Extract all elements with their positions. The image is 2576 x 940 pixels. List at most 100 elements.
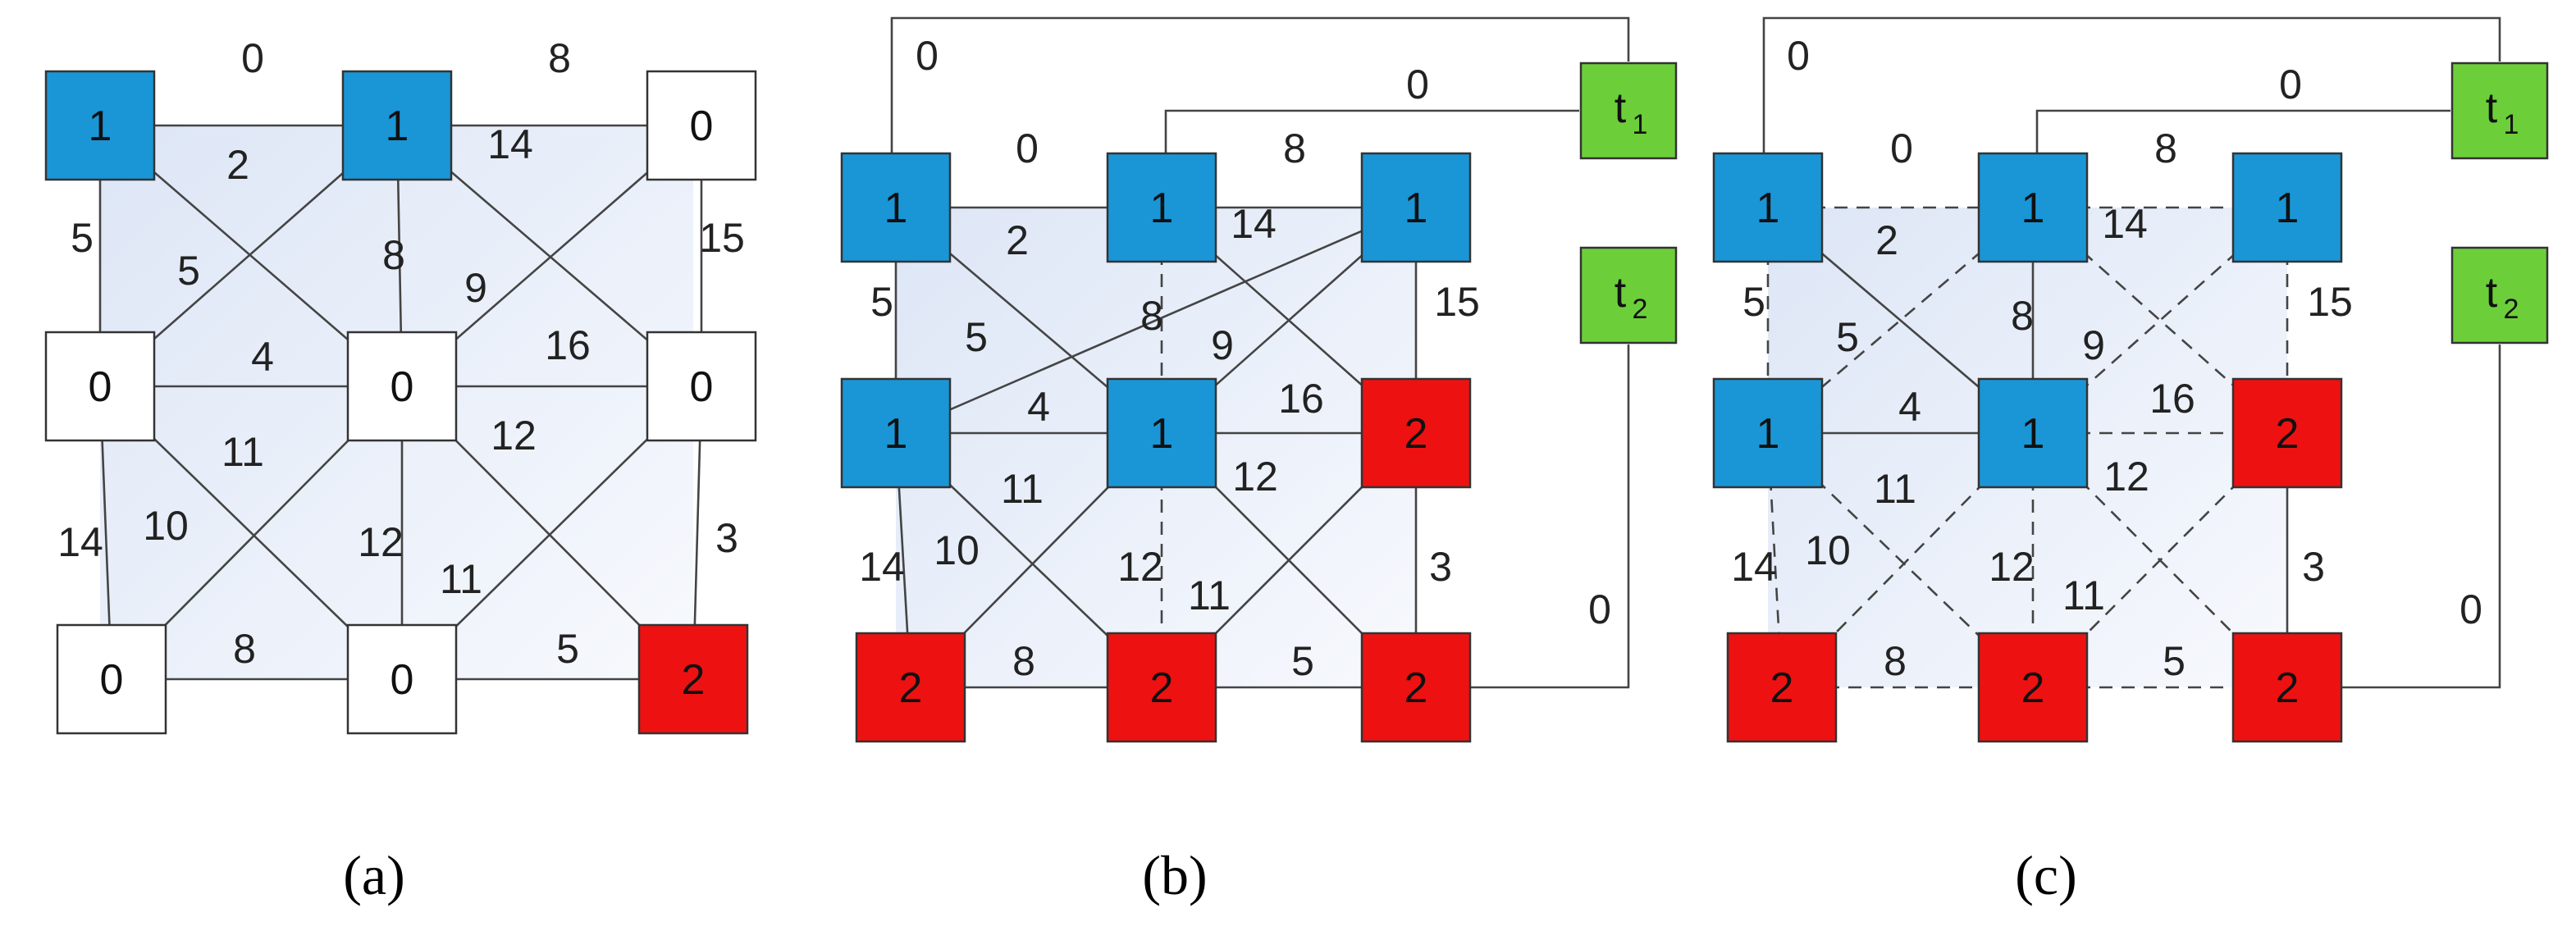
- node-label: 2: [899, 664, 923, 712]
- node-1: [840, 152, 952, 263]
- edge-weight: 10: [1805, 527, 1851, 573]
- edge-weight: 2: [226, 142, 249, 188]
- node-label: 0: [391, 363, 414, 411]
- terminal-edge-weight: 0: [1406, 62, 1429, 107]
- terminal-subscript: 2: [2504, 294, 2519, 325]
- node-6: [2231, 377, 2343, 489]
- edge-weight: 3: [2302, 544, 2325, 590]
- terminal-edge-weight: 0: [916, 33, 939, 79]
- edge-weight: 2: [1875, 217, 1898, 263]
- wire-node2-t1: [2035, 109, 2450, 153]
- edge-weight: 5: [870, 279, 893, 325]
- edge-weight: 14: [1231, 201, 1277, 247]
- edge-weight: 3: [1429, 544, 1452, 590]
- node-label: 1: [2276, 185, 2300, 232]
- node-6: [646, 331, 757, 442]
- node-8: [1977, 632, 2089, 743]
- edge-weight: 15: [699, 215, 745, 261]
- node-label: 2: [1404, 410, 1428, 458]
- node-label: 2: [682, 656, 706, 704]
- edge-weight: 5: [1836, 314, 1859, 360]
- edge-weight: 8: [233, 626, 256, 672]
- terminal-t2: [2450, 246, 2549, 345]
- edge-weight: 8: [1012, 638, 1035, 684]
- edge-weight: 14: [1731, 544, 1777, 590]
- edge-weight: 14: [487, 121, 533, 167]
- node-label: 1: [1404, 185, 1428, 232]
- panel-caption: (a): [343, 844, 404, 906]
- node-label: 2: [2021, 664, 2045, 712]
- terminal-label: t: [1615, 84, 1627, 132]
- edge-weight: 0: [241, 35, 264, 81]
- edge-weight: 11: [440, 556, 482, 602]
- edge-weight: 11: [2062, 573, 2105, 618]
- node-label: 1: [884, 410, 908, 458]
- edge-weight: 9: [2082, 322, 2105, 368]
- edge-weight: 16: [545, 322, 591, 368]
- edge-weight: 15: [2307, 279, 2353, 325]
- edge-weight: 8: [1884, 638, 1907, 684]
- terminal-subscript: 1: [2504, 109, 2519, 140]
- node-8: [346, 623, 458, 735]
- terminal-edge-weight: 0: [1588, 586, 1611, 632]
- wire-node9-t2: [1470, 345, 1630, 689]
- edge-weight: 5: [2163, 638, 2185, 684]
- node-7: [56, 623, 167, 735]
- node-3: [2231, 152, 2343, 263]
- node-label: 2: [2276, 664, 2300, 712]
- edge-weight: 8: [382, 232, 405, 278]
- edge-weight: 8: [2154, 125, 2177, 171]
- node-2: [1977, 152, 2089, 263]
- node-label: 1: [1756, 410, 1780, 458]
- node-label: 2: [1770, 664, 1794, 712]
- node-3: [646, 70, 757, 181]
- node-5: [1106, 377, 1217, 489]
- wire-node2-t1: [1164, 109, 1579, 153]
- node-label: 2: [2276, 410, 2300, 458]
- node-9: [1360, 632, 1472, 743]
- node-1: [1712, 152, 1824, 263]
- node-label: 0: [89, 363, 112, 411]
- edge-weight: 12: [491, 413, 537, 459]
- node-label: 1: [386, 103, 409, 150]
- terminal-subscript: 1: [1633, 109, 1648, 140]
- edge-2-3: [895, 206, 1417, 435]
- edge-weight: 4: [251, 334, 274, 380]
- edge-weight: 5: [71, 215, 94, 261]
- panel-caption: (b): [1142, 844, 1207, 906]
- node-label: 0: [690, 103, 714, 150]
- edge-weight: 16: [1278, 376, 1324, 422]
- edge-weight: 12: [1117, 544, 1163, 590]
- edge-weight: 9: [464, 265, 487, 311]
- wire-node9-t2: [2341, 345, 2501, 689]
- terminal-t1: [1579, 62, 1678, 160]
- edge-weight: 9: [1211, 322, 1234, 368]
- terminal-label: t: [2486, 84, 2498, 132]
- edge-weight: 4: [1027, 384, 1050, 430]
- wire-node1-t1-outer: [1762, 16, 2501, 153]
- terminal-edge-weight: 0: [2279, 62, 2302, 107]
- edge-weight: 0: [1016, 125, 1039, 171]
- terminal-edge-weight: 0: [2460, 586, 2482, 632]
- node-4: [840, 377, 952, 489]
- edge-weight: 5: [1742, 279, 1765, 325]
- node-label: 1: [2021, 185, 2045, 232]
- node-label: 1: [1150, 185, 1174, 232]
- edge-3-7: [1767, 432, 2034, 688]
- node-1: [44, 70, 156, 181]
- node-5: [346, 331, 458, 442]
- node-4: [1712, 377, 1824, 489]
- node-label: 0: [391, 656, 414, 704]
- node-4: [44, 331, 156, 442]
- node-label: 2: [1404, 664, 1428, 712]
- node-9: [2231, 632, 2343, 743]
- terminal-edge-weight: 0: [1787, 33, 1810, 79]
- edge-weight: 14: [2102, 201, 2148, 247]
- edge-weight: 16: [2149, 376, 2195, 422]
- node-2: [341, 70, 453, 181]
- edge-weight: 14: [57, 519, 103, 565]
- edge-weight: 8: [548, 35, 571, 81]
- edge-weight: 15: [1434, 279, 1480, 325]
